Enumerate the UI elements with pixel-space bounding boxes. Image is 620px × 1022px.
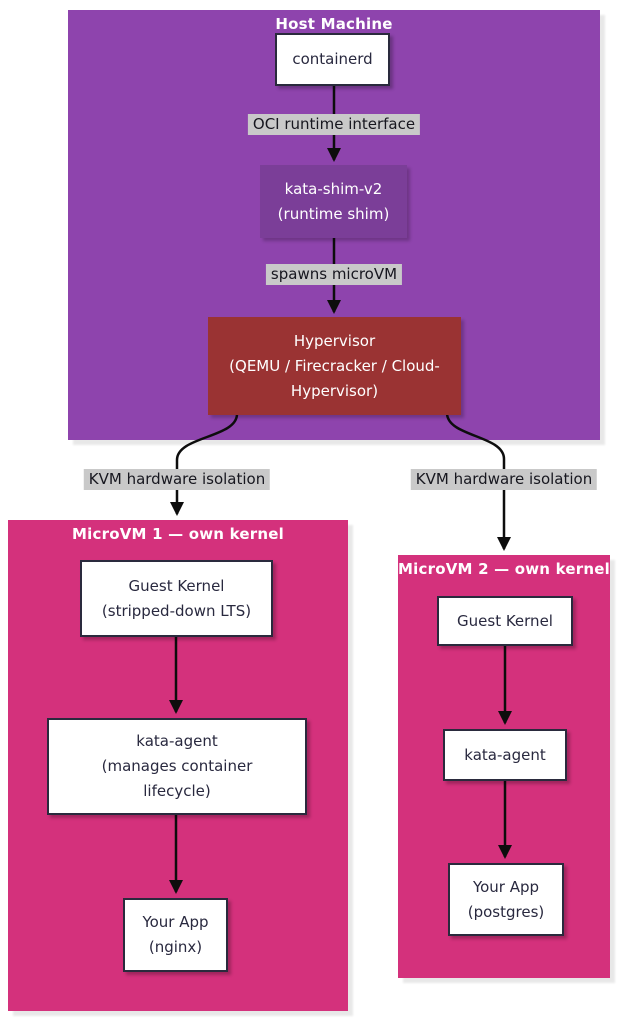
kata-agent-2-line1: kata-agent <box>464 745 546 764</box>
hypervisor-node: Hypervisor (QEMU / Firecracker / Cloud- … <box>208 317 461 415</box>
kvm-hardware-isolation-right-edge-label: KVM hardware isolation <box>410 469 598 490</box>
containerd-node: containerd <box>275 33 390 86</box>
hypervisor-line1: Hypervisor <box>293 331 376 350</box>
your-app-2-node: Your App (postgres) <box>448 863 564 936</box>
kata-shim-v2-node: kata-shim-v2 (runtime shim) <box>260 165 407 238</box>
guest-kernel-2-line1: Guest Kernel <box>457 611 553 630</box>
kata-agent-1-line2: (manages container <box>101 757 253 775</box>
hypervisor-line3: Hypervisor) <box>290 381 379 400</box>
microvm2-title: MicroVM 2 — own kernel <box>398 560 610 578</box>
your-app-1-node: Your App (nginx) <box>123 898 228 972</box>
spawns-microvm-edge-label: spawns microVM <box>265 264 403 285</box>
kata-shim-line2: (runtime shim) <box>277 204 390 223</box>
guest-kernel-1-node: Guest Kernel (stripped-down LTS) <box>80 560 273 637</box>
kata-agent-1-line3: lifecycle) <box>143 782 211 800</box>
guest-kernel-1-line1: Guest Kernel <box>128 576 225 595</box>
microvm1-title: MicroVM 1 — own kernel <box>72 525 284 543</box>
guest-kernel-1-line2: (stripped-down LTS) <box>101 601 252 620</box>
kata-shim-line1: kata-shim-v2 <box>284 179 383 198</box>
your-app-1-line2: (nginx) <box>148 938 203 956</box>
your-app-2-line2: (postgres) <box>467 902 545 921</box>
kata-agent-1-node: kata-agent (manages container lifecycle) <box>47 718 307 815</box>
oci-runtime-interface-edge-label: OCI runtime interface <box>247 114 421 135</box>
your-app-2-line1: Your App <box>472 877 540 896</box>
edge-hypervisor-to-microvm2 <box>445 412 511 551</box>
hypervisor-line2: (QEMU / Firecracker / Cloud- <box>229 356 440 375</box>
containerd-label: containerd <box>292 50 373 68</box>
edge-hypervisor-to-microvm1 <box>170 413 239 516</box>
kata-agent-2-node: kata-agent <box>443 729 567 781</box>
your-app-1-line1: Your App <box>142 913 209 931</box>
kata-agent-1-line1: kata-agent <box>136 732 218 750</box>
kvm-hardware-isolation-left-edge-label: KVM hardware isolation <box>83 469 271 490</box>
guest-kernel-2-node: Guest Kernel <box>437 596 573 646</box>
host-machine-title: Host Machine <box>275 15 393 33</box>
